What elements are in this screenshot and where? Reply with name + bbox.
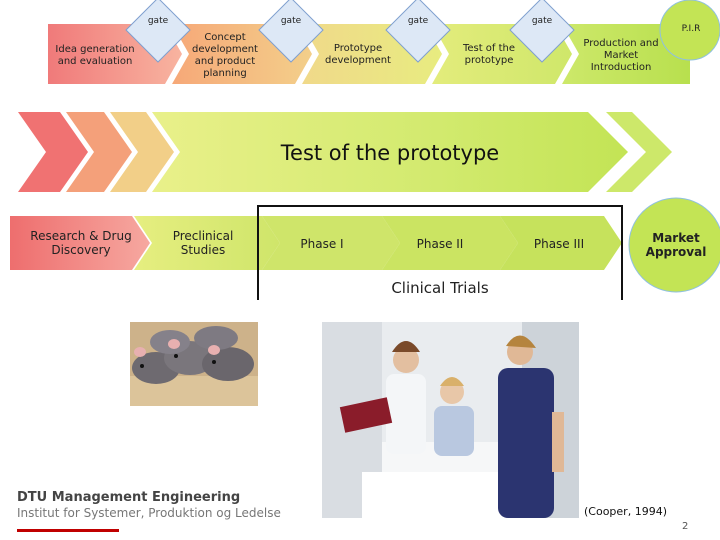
highlight-title: Test of the prototype bbox=[280, 140, 500, 165]
highlight-chevron-3 bbox=[110, 112, 174, 192]
gate-diamond-1 bbox=[125, 0, 191, 63]
drug-pipeline-diagram bbox=[10, 197, 720, 300]
step-label-phase3: Phase III bbox=[533, 236, 585, 251]
step-shape-phase3 bbox=[500, 216, 622, 270]
clinical-trials-frame bbox=[257, 205, 623, 300]
org-name: DTU Management Engineering bbox=[17, 490, 241, 505]
gate-label-1: gate bbox=[147, 15, 169, 26]
step-shape-preclinical bbox=[134, 216, 280, 270]
stage-shape-5 bbox=[562, 24, 690, 84]
step-shape-phase1 bbox=[262, 216, 400, 270]
highlight-arrow bbox=[152, 112, 628, 192]
highlight-chevron-end bbox=[606, 112, 672, 192]
market-approval-label: Market Approval bbox=[645, 230, 707, 259]
hospital-patient-photo bbox=[322, 322, 579, 518]
footer-red-bar bbox=[17, 529, 119, 532]
highlight-chevron-1 bbox=[18, 112, 88, 192]
page-number: 2 bbox=[682, 521, 689, 532]
gate-diamond-4 bbox=[509, 0, 575, 63]
step-label-phase1: Phase I bbox=[300, 236, 344, 251]
clinical-trials-label: Clinical Trials bbox=[391, 279, 489, 298]
market-approval-circle bbox=[628, 197, 720, 293]
org-subtitle: Institut for Systemer, Produktion og Led… bbox=[17, 506, 281, 520]
step-label-research: Research & Drug Discovery bbox=[30, 228, 132, 257]
stage-label-4: Test of the prototype bbox=[462, 43, 516, 66]
step-label-preclinical: Preclinical Studies bbox=[172, 228, 234, 257]
step-label-phase2: Phase II bbox=[416, 236, 464, 251]
step-shape-research bbox=[10, 216, 150, 270]
gate-label-4: gate bbox=[531, 15, 553, 26]
stage-label-3: Prototype development bbox=[325, 43, 391, 66]
citation: (Cooper, 1994) bbox=[584, 505, 667, 518]
stage-label-5: Production and Market Introduction bbox=[583, 38, 659, 73]
stage-gate-diagram bbox=[18, 0, 720, 192]
highlight-chevron-2 bbox=[66, 112, 132, 192]
gate-label-2: gate bbox=[280, 15, 302, 26]
stage-label-1: Idea generation and evaluation bbox=[55, 44, 135, 67]
gate-label-3: gate bbox=[407, 15, 429, 26]
pir-label: P.I.R bbox=[681, 23, 701, 34]
stage-label-2: Concept development and product planning bbox=[192, 32, 258, 79]
lab-mice-photo bbox=[130, 322, 258, 406]
gate-diamond-2 bbox=[258, 0, 324, 63]
gate-diamond-3 bbox=[385, 0, 451, 63]
step-shape-phase2 bbox=[382, 216, 518, 270]
pir-circle bbox=[659, 0, 720, 61]
